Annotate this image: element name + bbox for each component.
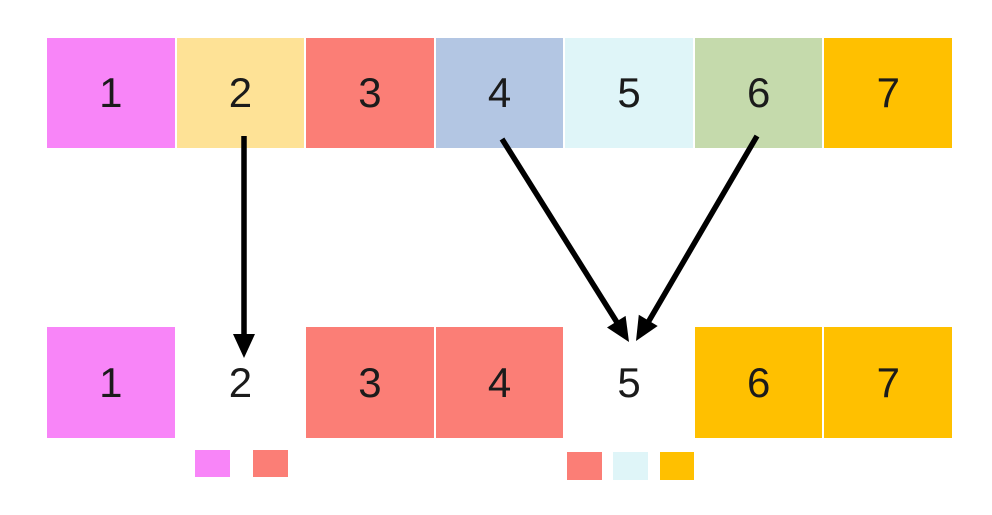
bottom-label-5: 5 xyxy=(617,358,641,406)
top-cell-2: 2 xyxy=(176,38,305,148)
bottom-cell-3: 3 xyxy=(306,327,434,438)
top-cell-4: 4 xyxy=(435,38,564,148)
top-cell-3-label: 3 xyxy=(358,69,382,116)
top-array-row: 1 2 3 4 5 6 7 xyxy=(47,38,953,148)
bottom-label-2: 2 xyxy=(228,358,253,406)
bottom-cell-7: 7 xyxy=(824,327,953,438)
bottom-cell-4: 4 xyxy=(435,327,564,438)
top-cell-1-label: 1 xyxy=(99,69,123,116)
legend-swatch-salmon-under-5 xyxy=(567,452,602,480)
legend-swatch-light-cyan xyxy=(613,452,648,480)
top-cell-6: 6 xyxy=(694,38,823,148)
top-cell-2-label: 2 xyxy=(228,69,253,116)
bottom-cell-6: 6 xyxy=(694,327,823,438)
top-cell-5: 5 xyxy=(565,38,693,148)
top-cell-7-label: 7 xyxy=(876,69,900,116)
legend-swatch-magenta xyxy=(195,450,230,477)
bottom-cell-5: 5 xyxy=(565,327,693,438)
top-cell-6-label: 6 xyxy=(747,69,771,116)
arrow-6-to-5-shaft xyxy=(645,134,760,324)
bottom-array-row: 1 2 3 4 5 6 7 xyxy=(47,327,953,438)
legend-swatch-salmon-under-2 xyxy=(253,450,288,477)
bottom-cell-7-label: 7 xyxy=(876,358,900,406)
bottom-cell-1-label: 1 xyxy=(99,358,123,406)
arrow-4-to-5-shaft xyxy=(499,137,621,326)
bottom-cell-2: 2 xyxy=(177,327,305,438)
top-cell-5-label: 5 xyxy=(617,69,641,116)
bottom-cell-3-label: 3 xyxy=(358,358,382,406)
bottom-cell-4-label: 4 xyxy=(487,358,512,406)
top-cell-1: 1 xyxy=(47,38,175,148)
top-cell-7: 7 xyxy=(824,38,953,148)
bottom-cell-6-label: 6 xyxy=(747,358,771,406)
top-cell-3: 3 xyxy=(306,38,434,148)
top-cell-4-label: 4 xyxy=(487,69,512,116)
legend-swatch-orange xyxy=(660,452,694,480)
bottom-cell-1: 1 xyxy=(47,327,175,438)
